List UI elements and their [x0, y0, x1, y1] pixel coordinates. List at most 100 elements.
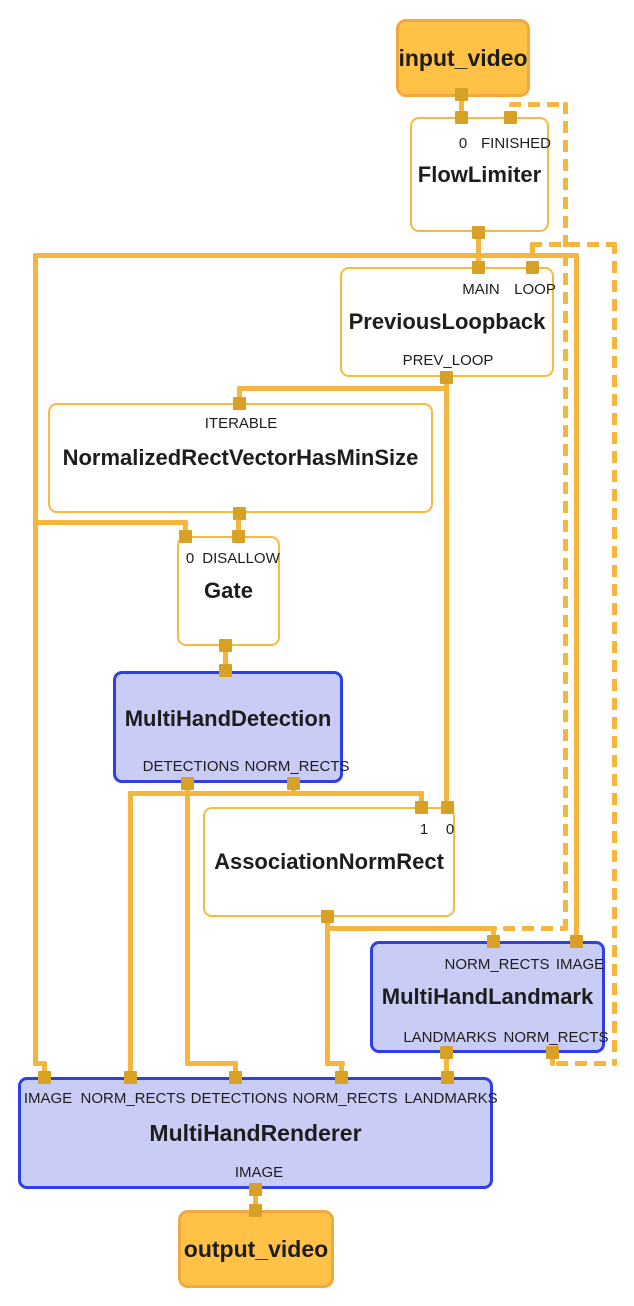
edge-gate-input0-stub — [183, 520, 188, 532]
port-assoc-in-0 — [441, 801, 454, 814]
port-flowlimiter-in-0 — [455, 111, 468, 124]
input-port-label-0: 0 — [445, 821, 455, 838]
port-inputvideo-out — [455, 88, 468, 101]
edge-detections-vertical — [185, 783, 190, 1066]
output-port-label-landmarks: LANDMARKS — [403, 1029, 497, 1046]
output-port-label-image: IMAGE — [234, 1164, 284, 1181]
edge-palmrects-horizontal — [128, 791, 424, 796]
port-previousloopback-in-loop — [526, 261, 539, 274]
port-flowlimiter-out — [472, 226, 485, 239]
input-port-label-norm-rects-2: NORM_RECTS — [292, 1090, 398, 1107]
backedge-normrects-out-stub — [550, 1056, 555, 1066]
port-landmark-out-landmarks — [440, 1046, 453, 1059]
backedge-loop-bottom — [556, 1061, 617, 1066]
input-port-label-1: 1 — [419, 821, 429, 838]
node-title: AssociationNormRect — [214, 849, 444, 874]
output-port-label-norm-rects: NORM_RECTS — [503, 1029, 609, 1046]
output-port-label-prev-loop: PREV_LOOP — [402, 352, 494, 369]
node-title: NormalizedRectVectorHasMinSize — [62, 445, 419, 470]
backedge-loop-stub — [530, 242, 535, 261]
node-association-norm-rect[interactable]: 1 0 AssociationNormRect — [203, 807, 455, 917]
node-gate[interactable]: 0 DISALLOW Gate — [177, 536, 280, 646]
port-previousloopback-in-main — [472, 261, 485, 274]
node-title: MultiHandRenderer — [149, 1119, 362, 1146]
node-multi-hand-landmark[interactable]: NORM_RECTS IMAGE MultiHandLandmark LANDM… — [370, 941, 609, 1053]
port-detection-out-normrects — [287, 777, 300, 790]
edge-minsize-to-disallow — [236, 513, 241, 532]
edge-left-trunk-jog — [33, 1061, 47, 1066]
node-output-video[interactable]: output_video — [178, 1210, 334, 1288]
edge-renderer-to-outputvideo — [253, 1190, 258, 1212]
input-port-label-image: IMAGE — [23, 1090, 73, 1107]
node-input-video[interactable]: input_video — [396, 19, 530, 97]
port-renderer-in-image — [38, 1071, 51, 1084]
edge-detections-port-stub — [233, 1061, 238, 1077]
input-port-label-iterable: ITERABLE — [204, 415, 278, 432]
node-normalized-rect-vector-has-min-size[interactable]: ITERABLE NormalizedRectVectorHasMinSize — [48, 403, 433, 513]
port-minsize-in-iterable — [233, 397, 246, 410]
port-renderer-in-detections — [229, 1071, 242, 1084]
edge-palmrects-to-assoc1 — [419, 791, 424, 803]
node-title: PreviousLoopback — [348, 309, 546, 334]
port-landmark-in-normrects — [487, 935, 500, 948]
input-port-label-norm-rects: NORM_RECTS — [444, 956, 550, 973]
port-renderer-out-image — [249, 1183, 262, 1196]
edge-detections-jog — [185, 1061, 238, 1066]
node-multi-hand-renderer[interactable]: IMAGE NORM_RECTS DETECTIONS NORM_RECTS L… — [18, 1077, 498, 1189]
edge-prevloop-vertical — [444, 377, 449, 805]
edge-assoc-to-landmark — [325, 926, 497, 931]
input-port-label-norm-rects-1: NORM_RECTS — [80, 1090, 186, 1107]
input-port-label-detections: DETECTIONS — [190, 1090, 288, 1107]
node-title: FlowLimiter — [417, 161, 542, 187]
input-port-label-disallow: DISALLOW — [202, 550, 280, 567]
port-minsize-out — [233, 507, 246, 520]
edge-left-tee-to-gate — [33, 520, 186, 525]
output-port-label-detections: DETECTIONS — [142, 758, 240, 775]
node-title: MultiHandLandmark — [381, 984, 594, 1009]
edge-throttled-tee-horizontal — [33, 253, 579, 258]
edge-iterable-stub — [237, 386, 242, 399]
node-flow-limiter[interactable]: 0 FINISHED FlowLimiter — [410, 117, 552, 232]
edge-right-trunk-to-landmark-image — [574, 253, 579, 941]
backedge-finished-vertical — [563, 102, 568, 931]
output-port-label-norm-rects: NORM_RECTS — [244, 758, 350, 775]
backedge-loop-top — [530, 242, 617, 247]
port-landmark-out-normrects — [546, 1046, 559, 1059]
edge-flowlimiter-out-to-main — [476, 234, 481, 267]
node-multi-hand-detection[interactable]: MultiHandDetection DETECTIONS NORM_RECTS — [113, 671, 350, 783]
backedge-finished-bottom — [503, 926, 565, 931]
edge-landmarks-to-renderer — [444, 1053, 449, 1077]
port-assoc-in-1 — [415, 801, 428, 814]
port-previousloopback-out-prevloop — [440, 371, 453, 384]
backedge-loop-vertical — [612, 242, 617, 1066]
node-title: output_video — [183, 1235, 329, 1262]
input-port-label-loop: LOOP — [514, 281, 556, 298]
port-landmark-in-image — [570, 935, 583, 948]
edge-left-trunk-vertical — [33, 253, 38, 1066]
edge-landmark-normrects-in-stub — [491, 926, 496, 937]
edge-gate-to-detection — [223, 646, 228, 667]
node-title: input_video — [398, 44, 528, 71]
port-detection-in — [219, 664, 232, 677]
input-port-label-landmarks: LANDMARKS — [404, 1090, 498, 1107]
port-outputvideo-in — [249, 1204, 262, 1217]
input-port-label-0: 0 — [458, 135, 468, 152]
input-port-label-0: 0 — [185, 550, 195, 567]
edge-assoc-out-vertical — [325, 917, 330, 1066]
node-title: Gate — [204, 578, 253, 603]
port-renderer-in-normrects-1 — [124, 1071, 137, 1084]
input-port-label-finished: FINISHED — [480, 135, 552, 152]
input-port-label-image: IMAGE — [555, 956, 605, 973]
node-previous-loopback[interactable]: MAIN LOOP PreviousLoopback PREV_LOOP — [340, 267, 556, 377]
port-gate-out — [219, 639, 232, 652]
edge-assoc-out-jog — [325, 1061, 345, 1066]
port-gate-in-0 — [179, 530, 192, 543]
port-detection-out-detections — [181, 777, 194, 790]
edge-assoc-out-port-stub — [339, 1061, 344, 1077]
input-port-label-main: MAIN — [462, 281, 500, 298]
edge-inputvideo-to-flowlimiter — [459, 95, 464, 117]
port-renderer-in-landmarks — [441, 1071, 454, 1084]
edge-prevloop-to-iterable — [237, 386, 449, 391]
node-title: MultiHandDetection — [124, 706, 332, 731]
port-renderer-in-normrects-2 — [335, 1071, 348, 1084]
